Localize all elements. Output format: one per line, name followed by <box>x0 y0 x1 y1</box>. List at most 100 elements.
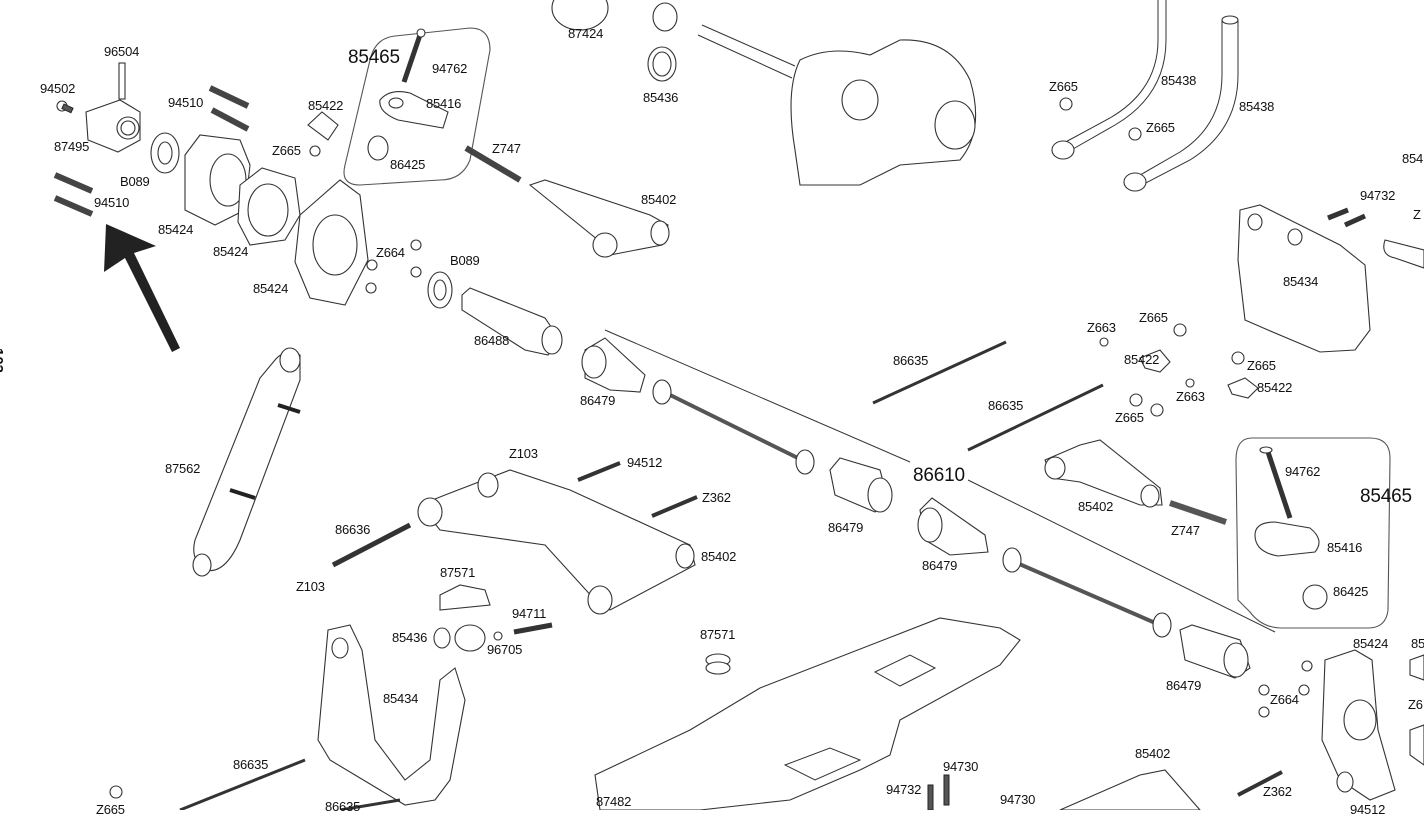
callout-box-85465-rear <box>1235 437 1391 629</box>
part-label: 85436 <box>643 90 679 105</box>
part-label: 85424 <box>1353 636 1389 651</box>
part-partial-right <box>1383 239 1424 269</box>
part-label: 87571 <box>440 565 476 580</box>
part-label: 86488 <box>474 333 510 348</box>
kit-label: 85465 <box>348 47 400 68</box>
part-label: 85416 <box>1327 540 1363 555</box>
part-label: 854 <box>1402 151 1424 166</box>
part-label: 86635 <box>988 398 1024 413</box>
part-label: 87562 <box>165 461 201 476</box>
part-label: 87495 <box>54 139 90 154</box>
part-85436-bushing <box>433 624 486 652</box>
part-87482-chassis <box>594 617 1021 810</box>
part-86636-pin <box>331 522 412 568</box>
part-label: 85402 <box>1078 499 1114 514</box>
part-label: 94730 <box>1000 792 1036 807</box>
part-label: Z <box>1413 207 1421 222</box>
part-85434-bulkhead-bottom <box>317 624 466 806</box>
part-B089-bearing-2 <box>427 271 453 309</box>
part-label: 85434 <box>1283 274 1319 289</box>
part-96504-pin <box>118 62 126 100</box>
part-87562-shock <box>192 347 301 577</box>
part-label: Z103 <box>296 579 325 594</box>
part-Z747-pin-2 <box>1169 500 1227 525</box>
part-label: Z103 <box>509 446 538 461</box>
part-85434-bulkhead-right <box>1237 204 1371 353</box>
part-label: Z665 <box>272 143 301 158</box>
part-label: 94730 <box>943 759 979 774</box>
part-label: 86479 <box>828 520 864 535</box>
part-86610-driveshaft <box>604 329 1276 638</box>
part-label: 96504 <box>104 44 140 59</box>
part-label: 86635 <box>233 757 269 772</box>
part-label: 86479 <box>922 558 958 573</box>
part-label: Z665 <box>1115 410 1144 425</box>
part-label: 85402 <box>701 549 737 564</box>
part-label: 85438 <box>1161 73 1197 88</box>
callout-box-85465-front <box>343 27 491 186</box>
part-label: 85424 <box>158 222 194 237</box>
part-94732-screws <box>1327 207 1367 228</box>
part-label: 94762 <box>432 61 468 76</box>
part-Z747-pin <box>464 145 522 183</box>
part-85422-block <box>307 111 339 141</box>
part-label: 86425 <box>1333 584 1369 599</box>
part-label: 85416 <box>426 96 462 111</box>
part-label: 86635 <box>893 353 929 368</box>
part-label: 86479 <box>1166 678 1202 693</box>
part-label: Z6 <box>1408 697 1423 712</box>
part-label: 87424 <box>568 26 604 41</box>
nuts <box>109 97 1313 799</box>
driveshaft-label: 86610 <box>913 465 965 486</box>
part-label: 96705 <box>487 642 523 657</box>
part-label: Z665 <box>1247 358 1276 373</box>
screws-94730-94732 <box>927 770 1283 810</box>
part-label: 85422 <box>308 98 344 113</box>
kit-label: 85465 <box>1360 486 1412 507</box>
part-label: 86425 <box>390 157 426 172</box>
part-label: 94502 <box>40 81 76 96</box>
part-label: Z664 <box>376 245 405 260</box>
part-86635-rod-1 <box>872 340 1007 405</box>
part-label: 94510 <box>94 195 130 210</box>
part-label: B089 <box>450 253 480 268</box>
part-87571-mount <box>439 584 491 611</box>
part-86635-rod-bottom-2 <box>339 798 401 810</box>
part-87571-grommet <box>705 653 731 675</box>
part-label: 85436 <box>392 630 428 645</box>
part-87495-hex-hub <box>85 99 141 153</box>
part-label: Z664 <box>1270 692 1299 707</box>
part-label: Z663 <box>1176 389 1205 404</box>
indicator-arrow <box>104 224 180 352</box>
part-differential-housing <box>551 0 977 186</box>
part-94711-screw <box>493 622 553 641</box>
part-85422-blocks <box>1139 349 1259 399</box>
part-label: 94512 <box>627 455 663 470</box>
part-86635-rod-2 <box>967 383 1104 452</box>
part-label: 85402 <box>1135 746 1171 761</box>
part-86635-rod-bottom <box>179 758 306 810</box>
part-94502-screw <box>56 100 74 114</box>
part-label: Z665 <box>1146 120 1175 135</box>
part-label: 85422 <box>1257 380 1293 395</box>
part-label: Z747 <box>492 141 521 156</box>
part-85438-rods <box>1051 0 1239 192</box>
part-label: 94711 <box>512 606 547 621</box>
part-label: Z362 <box>1263 784 1292 799</box>
part-85402-arm-bottom <box>1059 769 1201 810</box>
part-label: 87482 <box>596 794 632 809</box>
part-label: 94732 <box>1360 188 1396 203</box>
part-94510-screws <box>53 85 250 217</box>
part-label: 85 <box>1411 636 1424 651</box>
part-label: Z747 <box>1171 523 1200 538</box>
part-94512-screw <box>577 461 621 482</box>
part-85402-arm-right <box>1044 439 1163 508</box>
part-label: 86479 <box>580 393 616 408</box>
part-label: 94732 <box>886 782 922 797</box>
part-label: 94762 <box>1285 464 1321 479</box>
part-label: Z362 <box>702 490 731 505</box>
part-label: 85434 <box>383 691 419 706</box>
part-Z362-screw <box>651 495 698 518</box>
part-label: 85422 <box>1124 352 1160 367</box>
